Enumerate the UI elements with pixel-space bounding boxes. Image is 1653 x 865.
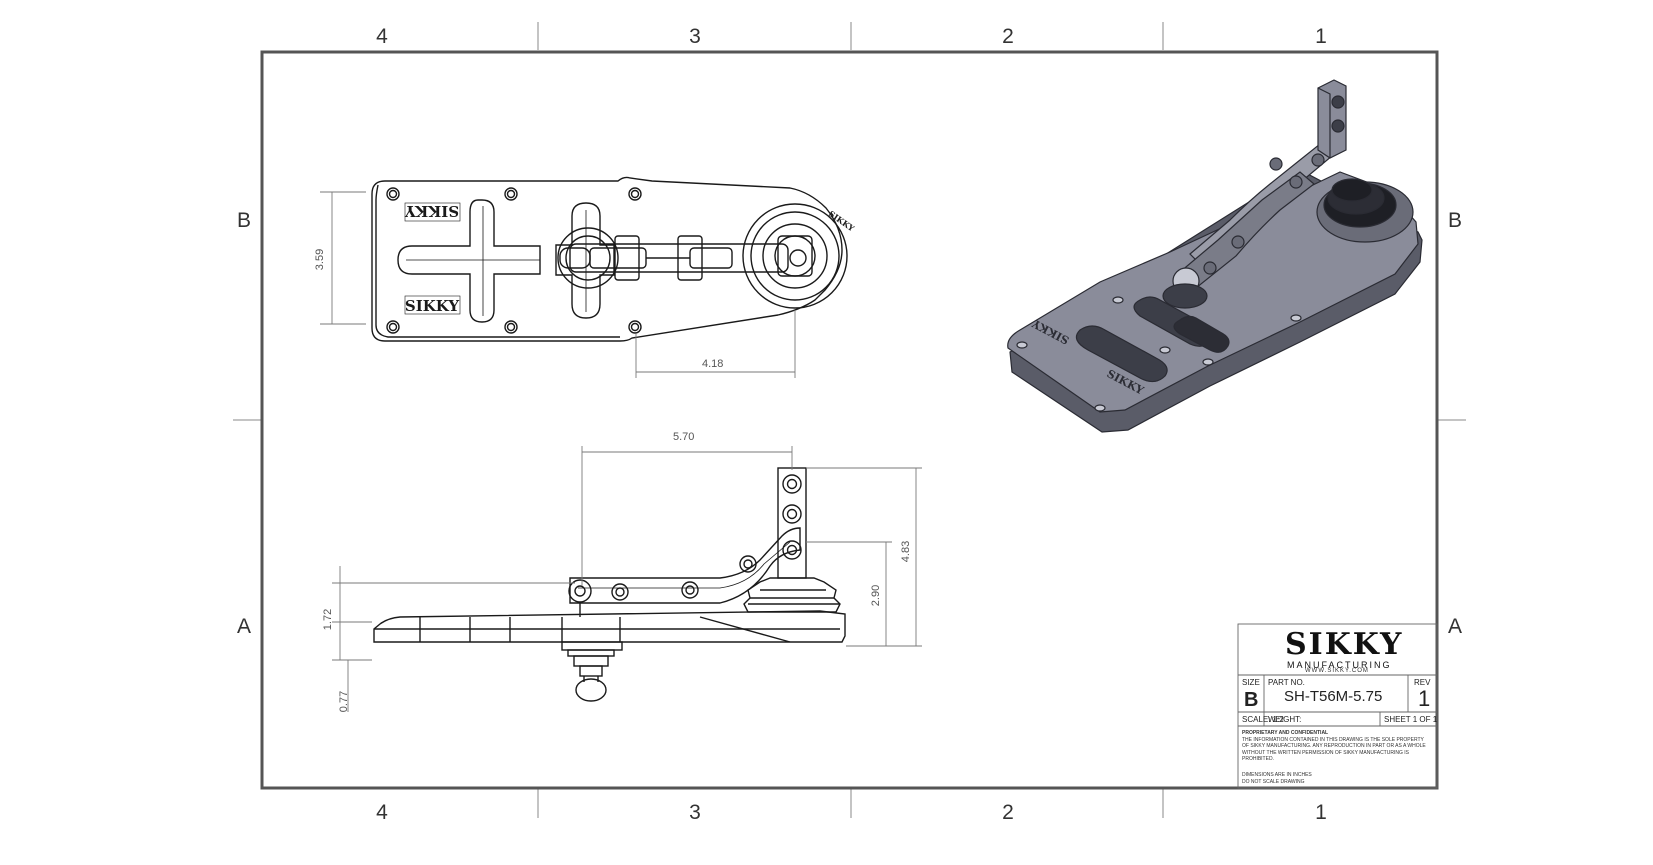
zone-bottom-4: 4	[376, 801, 388, 824]
part-no-value: SH-T56M-5.75	[1284, 688, 1383, 705]
zone-top-3: 3	[689, 25, 701, 48]
zone-right-a: A	[1447, 615, 1462, 638]
top-view-center-slot	[555, 202, 615, 319]
zone-top-2: 2	[1002, 25, 1014, 48]
side-view-dimension-lines	[332, 446, 922, 712]
top-view-hub	[742, 203, 848, 309]
top-view-plate-outline	[371, 176, 843, 342]
dim-side-bottom-offset: 0.77	[338, 690, 351, 713]
zone-bottom-3: 3	[689, 801, 701, 824]
top-view	[371, 176, 848, 342]
side-view	[373, 467, 846, 702]
zone-bottom-1: 1	[1315, 801, 1327, 824]
notes-body: THE INFORMATION CONTAINED IN THIS DRAWIN…	[1242, 737, 1426, 762]
sheet-label: SHEET 1 OF 1	[1384, 715, 1438, 724]
units-note: DIMENSIONS ARE IN INCHES	[1242, 772, 1312, 778]
title-block-frame	[1237, 623, 1438, 789]
side-view-base-plate	[373, 610, 846, 643]
dim-top-view-length: 4.18	[702, 358, 724, 370]
iso-shifter-post	[1317, 79, 1347, 159]
dim-side-pivot-height: 2.90	[870, 584, 883, 607]
zone-left-b: B	[236, 209, 251, 232]
sheet-frame	[233, 22, 1466, 818]
zone-right-b: B	[1447, 209, 1462, 232]
dim-side-span: 5.70	[673, 431, 695, 443]
part-no-label: PART NO.	[1268, 678, 1305, 687]
dim-side-arm-height: 1.72	[322, 608, 335, 631]
company-logo: SIKKY	[1285, 627, 1404, 662]
top-view-mounting-holes	[386, 187, 642, 334]
rev-label: REV	[1414, 678, 1431, 687]
company-url: WWW.SIKKY.COM	[1305, 668, 1369, 674]
isometric-view	[1007, 79, 1423, 433]
top-view-engraving-lower: SIKKY	[405, 297, 460, 315]
dim-side-total-height: 4.83	[900, 540, 913, 563]
zone-bottom-2: 2	[1002, 801, 1014, 824]
dim-top-view-height: 3.59	[314, 248, 327, 271]
weight-label: WEIGHT:	[1268, 715, 1302, 724]
size-label: SIZE	[1242, 678, 1260, 687]
zone-top-4: 4	[376, 25, 388, 48]
zone-top-1: 1	[1315, 25, 1327, 48]
top-view-dimension-lines	[320, 191, 796, 378]
top-view-engraving-upper: SIKKY	[405, 202, 460, 220]
rev-value: 1	[1418, 686, 1431, 711]
zone-left-a: A	[236, 615, 251, 638]
notes-title: PROPRIETARY AND CONFIDENTIAL	[1242, 730, 1329, 736]
top-view-hub-engraving: SIKKY	[827, 208, 857, 233]
scale-label: SCALE: 1:2	[1242, 715, 1284, 724]
drawing-border	[260, 50, 1439, 790]
side-view-boot	[743, 577, 841, 613]
company-logo-subtitle: MANUFACTURING	[1287, 660, 1392, 670]
size-value: B	[1244, 689, 1259, 711]
top-view-cross-slot	[397, 199, 541, 323]
side-view-arm	[569, 527, 801, 604]
top-view-linkage-arm	[569, 243, 789, 273]
scale-note: DO NOT SCALE DRAWING	[1242, 779, 1305, 785]
